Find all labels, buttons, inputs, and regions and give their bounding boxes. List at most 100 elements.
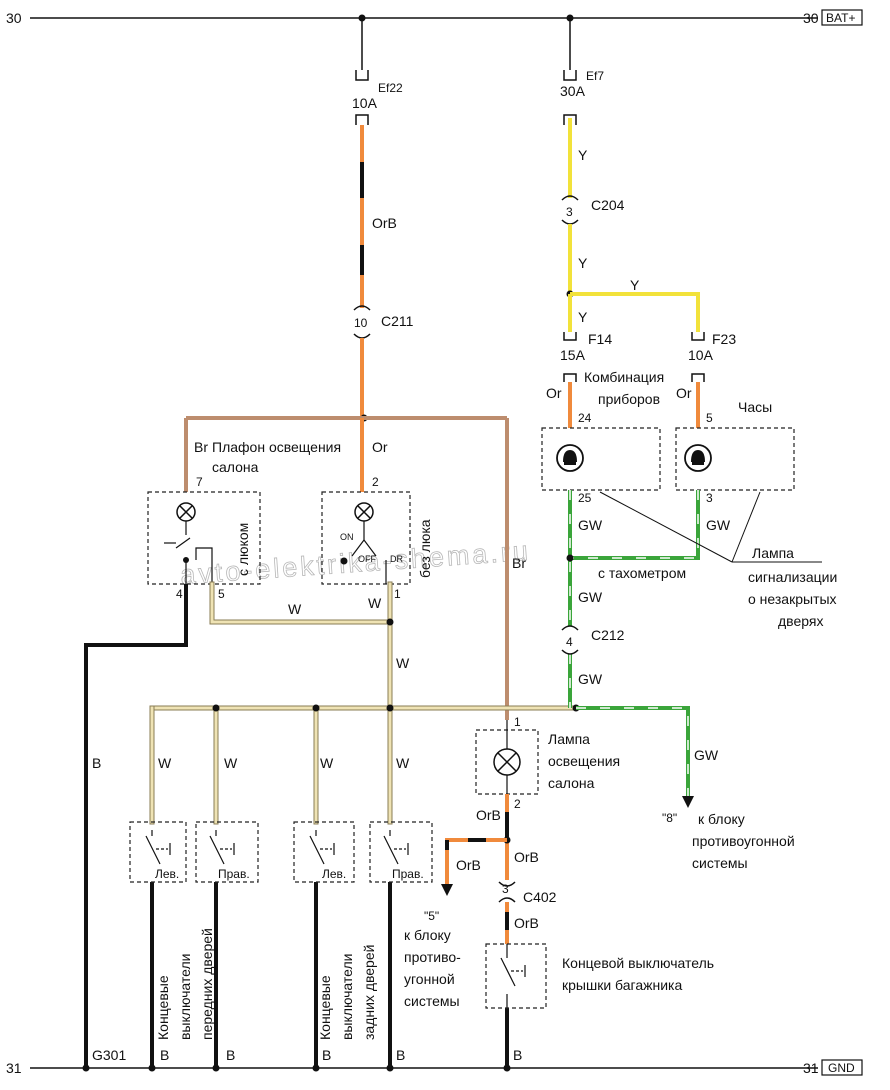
ceiling-pin-5: 5 [218, 587, 225, 601]
wire-label-gw-1: GW [578, 517, 603, 533]
door-lamp-leaders [599, 491, 822, 563]
svg-text:Лампа: Лампа [752, 545, 794, 561]
fuse-f23-rating: 10A [688, 347, 714, 363]
switch-rear-left-label: Лев. [322, 867, 346, 881]
ground-wires [84, 584, 509, 1068]
ceiling-pin-2: 2 [372, 475, 379, 489]
brown-wires: Br Br [184, 416, 526, 720]
wire-label-gw-5: GW [694, 747, 719, 763]
svg-text:"5": "5" [424, 909, 439, 923]
ceiling-lamp-title-1: Плафон освещения [212, 439, 341, 455]
clock-pin-3: 3 [706, 491, 713, 505]
room-lamp-title-2: освещения [548, 753, 620, 769]
gnd-tag-label: GND [828, 1061, 855, 1075]
instrument-cluster-lamp [541, 427, 661, 491]
room-lamp-title-1: Лампа [548, 731, 590, 747]
ceiling-pin-7: 7 [196, 475, 203, 489]
connector-c211-pin: 10 [354, 316, 368, 330]
fuse-ef22-rating: 10A [352, 95, 378, 111]
wire-label-w-6: W [320, 755, 334, 771]
fuse-ef22 [355, 70, 369, 125]
svg-text:дверях: дверях [778, 613, 823, 629]
rail-30-left-label: 30 [6, 10, 22, 26]
door-switch-rear-right: Прав. [369, 821, 433, 883]
door-lamp-caption: Лампа сигнализации о незакрытых дверях [748, 545, 837, 629]
connector-c211-name: C211 [381, 313, 414, 329]
fuse-f23-group: F23 10A Or [676, 331, 736, 428]
wire-label-w-4: W [158, 755, 172, 771]
switch-dr-label: DR [390, 554, 403, 564]
white-wires [149, 581, 579, 825]
label-with-hatch: с люком [235, 523, 251, 576]
wire-label-orb-top: OrB [372, 215, 397, 231]
front-switch-caption: Концевые выключатели передних дверей [155, 928, 215, 1040]
switch-off-label: OFF [358, 554, 376, 564]
ground-g301: G301 [92, 1047, 126, 1063]
wire-label-b-5: B [396, 1047, 405, 1063]
room-lamp-pin-1: 1 [514, 715, 521, 729]
ef7-branch: Ef7 30A Y 3 C204 Y Y Y [560, 18, 700, 332]
wire-label-gw-2: GW [706, 517, 731, 533]
alarm-pin8-note: "8" к блоку противоугонной системы [662, 811, 795, 871]
fuse-ef7-name: Ef7 [586, 69, 604, 83]
svg-text:системы: системы [404, 993, 460, 1009]
wire-label-y-3: Y [630, 277, 640, 293]
wire-label-y-4: Y [578, 309, 588, 325]
switch-on-label: ON [340, 532, 354, 542]
rail-31-right-label: 31 [803, 1060, 819, 1076]
clock-lamp [675, 427, 795, 491]
svg-text:"8": "8" [662, 811, 677, 825]
svg-text:выключатели: выключатели [339, 954, 355, 1040]
connector-c204-name: C204 [591, 197, 625, 213]
wire-label-orb-4: OrB [456, 857, 481, 873]
trunk-switch-title-1: Концевой выключатель [562, 955, 714, 971]
wire-label-or-f14: Or [546, 385, 562, 401]
arrow-to-alarm-8 [682, 796, 694, 808]
ceiling-pin-4: 4 [176, 587, 183, 601]
svg-text:о незакрытых: о незакрытых [748, 591, 837, 607]
switch-front-right-label: Прав. [218, 867, 250, 881]
connector-c204-pin: 3 [566, 205, 573, 219]
switch-front-left-label: Лев. [155, 867, 179, 881]
door-switch-front-right: Прав. [195, 821, 259, 883]
connector-c402-name: C402 [523, 889, 557, 905]
switch-rear-right-label: Прав. [392, 867, 424, 881]
wire-label-or-f23: Or [676, 385, 692, 401]
wire-label-y-2: Y [578, 255, 588, 271]
wire-label-y-1: Y [578, 147, 588, 163]
svg-text:Концевые: Концевые [155, 975, 171, 1040]
rear-switch-caption: Концевые выключатели задних дверей [317, 945, 377, 1040]
room-lamp [475, 720, 539, 795]
rail-30: 30 30 BAT+ [6, 9, 863, 26]
rail-30-right-label: 30 [803, 10, 819, 26]
gnd-tag [821, 1059, 863, 1076]
wire-label-orb-5: OrB [514, 915, 539, 931]
clock-title: Часы [738, 399, 772, 415]
room-lamp-pin-2: 2 [514, 797, 521, 811]
ceiling-lamp-with-hatch: с люком [147, 491, 261, 585]
orb-lower [441, 794, 516, 944]
connector-c212-pin: 4 [566, 635, 573, 649]
ceiling-lamp-title-2: салона [212, 459, 259, 475]
cluster-pin-25: 25 [578, 491, 592, 505]
svg-text:угонной: угонной [404, 971, 455, 987]
connector-c211 [353, 305, 371, 311]
fuse-ef7 [563, 70, 577, 125]
wire-label-b-6: B [513, 1047, 522, 1063]
alarm-pin5-note: "5" к блоку противо- угонной системы [404, 909, 461, 1009]
bat-tag [821, 9, 863, 26]
wire-label-w-5: W [224, 755, 238, 771]
fuse-f23-name: F23 [712, 331, 736, 347]
cluster-title-2: приборов [598, 391, 660, 407]
ceiling-lamp-without-hatch: ON OFF DR без люка [321, 491, 433, 585]
wire-label-orb-3: OrB [514, 849, 539, 865]
svg-text:передних дверей: передних дверей [199, 928, 215, 1040]
cluster-title-1: Комбинация [584, 369, 664, 385]
trunk-switch [485, 943, 547, 1009]
trunk-switch-title-2: крышки багажника [562, 977, 682, 993]
tachometer-label: с тахометром [598, 565, 686, 581]
fuse-f14-name: F14 [588, 331, 612, 347]
bat-tag-label: BAT+ [826, 11, 855, 25]
wire-label-b-3: B [226, 1047, 235, 1063]
connector-c212-name: C212 [591, 627, 625, 643]
